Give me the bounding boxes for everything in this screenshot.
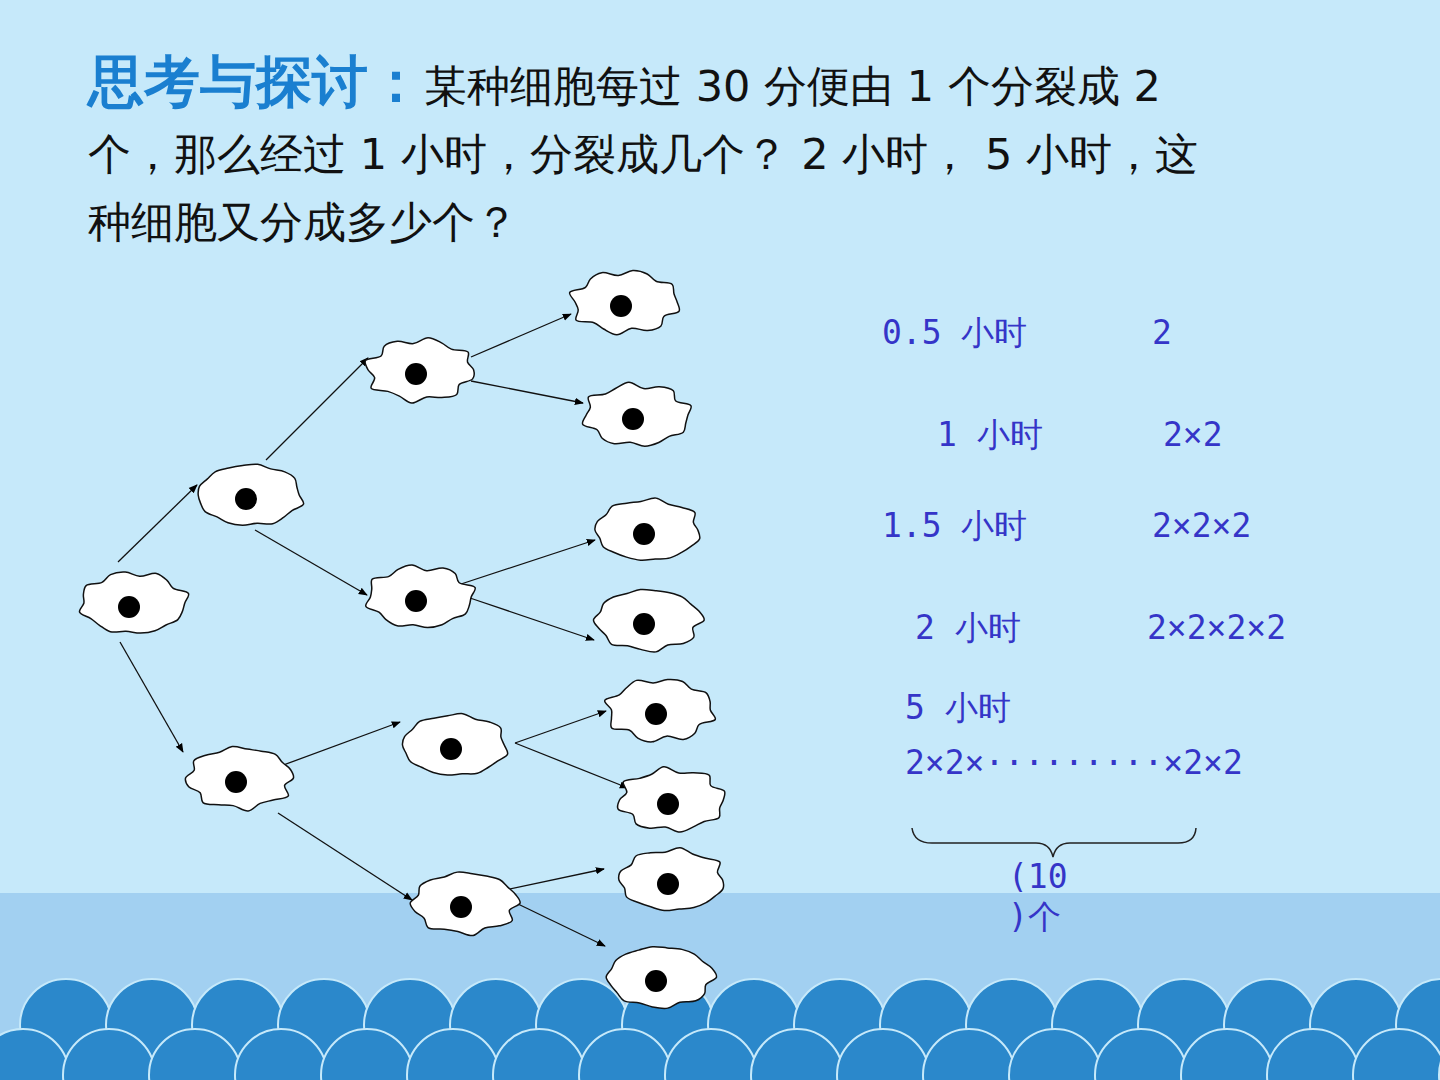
count-label: 2×2×·········×2×2 bbox=[905, 743, 1243, 783]
wave-circle bbox=[63, 1029, 155, 1080]
division-arrow bbox=[278, 722, 400, 767]
title: 思考与探讨： bbox=[88, 49, 424, 114]
wave-circle bbox=[1267, 1029, 1359, 1080]
count-label: 2×2×2×2 bbox=[1147, 608, 1286, 648]
wave-circle bbox=[321, 1029, 413, 1080]
time-label: 0.5 小时 bbox=[882, 313, 1027, 353]
division-arrow bbox=[118, 485, 197, 562]
wave-circle bbox=[1095, 1029, 1187, 1080]
cell-nucleus bbox=[118, 596, 140, 618]
time-label: 5 小时 bbox=[905, 688, 1011, 728]
count-label: 2 bbox=[1152, 313, 1172, 353]
wave-circle bbox=[493, 1029, 585, 1080]
wave-circle bbox=[665, 1029, 757, 1080]
division-arrow bbox=[515, 743, 628, 788]
division-arrow bbox=[518, 904, 605, 946]
count-label: 2×2 bbox=[1163, 415, 1223, 455]
brace bbox=[912, 828, 1196, 857]
division-arrow bbox=[120, 642, 183, 752]
heading: 思考与探讨：某种细胞每过 30 分便由 1 个分裂成 2 个，那么经过 1 小时… bbox=[88, 52, 1228, 261]
cell-body bbox=[79, 572, 188, 633]
count-label: (10 )个 bbox=[1008, 857, 1080, 937]
cell-nucleus bbox=[622, 408, 644, 430]
cell-body bbox=[402, 714, 507, 775]
cell-body bbox=[582, 382, 691, 446]
count-label: 2×2×2 bbox=[1152, 506, 1251, 546]
cell-body bbox=[606, 947, 716, 1009]
division-arrow bbox=[278, 813, 412, 900]
wave-circle bbox=[407, 1029, 499, 1080]
cell-body bbox=[410, 872, 520, 936]
wave-circle bbox=[0, 1029, 69, 1080]
cell-body bbox=[605, 679, 716, 741]
cell-nucleus bbox=[645, 970, 667, 992]
wave-circle bbox=[579, 1029, 671, 1080]
cell-nucleus bbox=[610, 295, 632, 317]
wave-circle bbox=[235, 1029, 327, 1080]
cell-nucleus bbox=[645, 703, 667, 725]
cell-nucleus bbox=[633, 523, 655, 545]
cell-body bbox=[618, 767, 725, 832]
time-label: 2 小时 bbox=[915, 608, 1021, 648]
wave-circle bbox=[837, 1029, 929, 1080]
cell-body bbox=[593, 589, 704, 652]
division-arrow bbox=[505, 869, 604, 890]
time-label: 1 小时 bbox=[937, 415, 1043, 455]
division-arrow bbox=[515, 711, 606, 743]
division-arrow bbox=[266, 358, 368, 460]
cell-body bbox=[619, 848, 724, 911]
cell-body bbox=[365, 338, 474, 403]
cell-body bbox=[366, 565, 476, 628]
cell-nucleus bbox=[405, 590, 427, 612]
wave-circle bbox=[1353, 1029, 1440, 1080]
cell-nucleus bbox=[405, 363, 427, 385]
wave-pattern bbox=[0, 979, 1440, 1080]
cell-nucleus bbox=[657, 873, 679, 895]
division-arrow bbox=[471, 314, 571, 357]
wave-circle bbox=[923, 1029, 1015, 1080]
cell-nucleus bbox=[440, 738, 462, 760]
cell-nucleus bbox=[235, 488, 257, 510]
division-arrow bbox=[255, 530, 367, 595]
wave-circle bbox=[751, 1029, 843, 1080]
wave-circle bbox=[1181, 1029, 1273, 1080]
division-arrow bbox=[471, 381, 583, 403]
cell-nucleus bbox=[450, 896, 472, 918]
cell-nucleus bbox=[633, 613, 655, 635]
cell-body bbox=[185, 746, 293, 811]
wave-circle bbox=[149, 1029, 241, 1080]
cell-body bbox=[570, 271, 680, 335]
cell-body bbox=[595, 498, 700, 560]
time-label: 1.5 小时 bbox=[882, 506, 1027, 546]
wave-circle bbox=[1439, 1029, 1440, 1080]
division-arrow bbox=[470, 598, 594, 640]
cell-nucleus bbox=[657, 793, 679, 815]
cell-tree bbox=[79, 271, 724, 1009]
cell-nucleus bbox=[225, 771, 247, 793]
cell-body bbox=[198, 464, 304, 525]
division-arrow bbox=[458, 540, 595, 585]
wave-circle bbox=[1009, 1029, 1101, 1080]
